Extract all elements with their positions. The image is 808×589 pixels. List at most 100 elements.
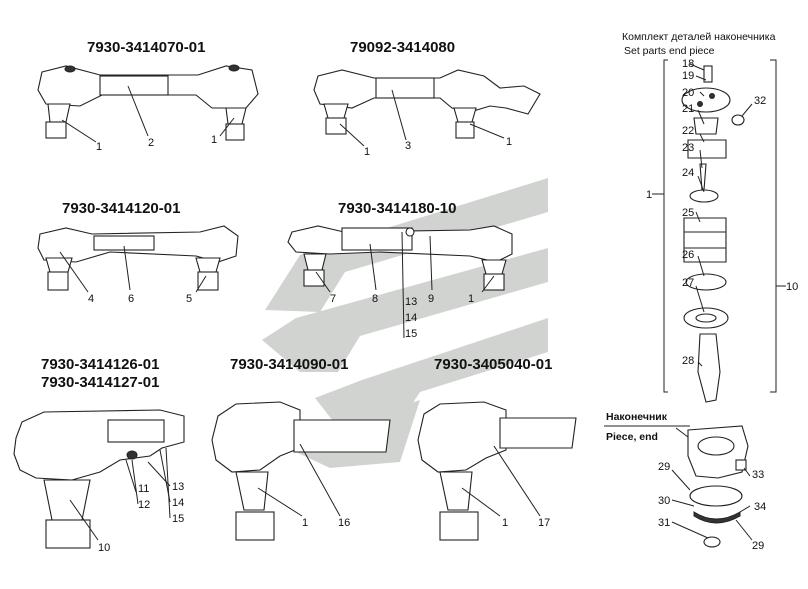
clamp-bolt <box>228 64 240 72</box>
callout-label: 14 <box>172 497 184 509</box>
ball-stud <box>481 259 507 275</box>
end-piece-caption-en: Piece, end <box>606 431 658 443</box>
assembly-7930-3414090-01: 7930-3414090-01 1 16 <box>211 356 391 541</box>
screw-32 <box>731 114 745 126</box>
callout-label: 1 <box>364 146 370 158</box>
ball-stud <box>47 103 71 123</box>
assembly-7930-3414126-01: 7930-3414126-01 7930-3414127-01 11 12 13… <box>13 356 185 554</box>
ball-stud <box>453 107 477 123</box>
end-piece: Наконечник Piece, end 29 33 30 34 31 29 <box>604 411 766 552</box>
nut <box>235 511 275 541</box>
assembly-title: 7930-3414180-10 <box>338 200 456 217</box>
assembly-title: 7930-3414120-01 <box>62 200 180 217</box>
clamp-sleeve <box>341 227 413 251</box>
end-piece-body <box>211 401 301 473</box>
kit-caption-en: Set parts end piece <box>624 45 715 57</box>
callout-label: 17 <box>538 517 550 529</box>
assembly-title: 7930-3414126-01 <box>41 356 159 373</box>
ball-pin <box>697 333 721 403</box>
screw <box>709 93 715 99</box>
screw <box>697 101 703 107</box>
bearing-ring <box>683 217 727 263</box>
callout-label: 18 <box>682 58 694 70</box>
callout-label: 1 <box>302 517 308 529</box>
kit-caption-ru: Комплект деталей наконечника <box>622 31 776 43</box>
nut <box>45 519 91 549</box>
callout-label: 23 <box>682 142 694 154</box>
ball-stud <box>235 471 269 511</box>
callout-label: 6 <box>128 293 134 305</box>
nut <box>225 123 245 141</box>
nut <box>47 271 69 291</box>
callout-label: 14 <box>405 312 417 324</box>
ball-stud <box>323 103 349 119</box>
lug <box>735 459 747 471</box>
housing-bore <box>697 436 735 456</box>
bushing <box>687 139 727 159</box>
cap-31 <box>703 536 721 548</box>
callout-label: 2 <box>148 137 154 149</box>
callout-label: 10 <box>786 281 798 293</box>
callout-label: 29 <box>658 461 670 473</box>
ring-30 <box>689 485 743 507</box>
callout-label: 19 <box>682 70 694 82</box>
ball-stud <box>45 257 73 273</box>
callout-label: 25 <box>682 207 694 219</box>
assembly-7930-3414120-01: 7930-3414120-01 4 6 5 <box>37 200 239 305</box>
callout-label: 3 <box>405 140 411 152</box>
callout-label: 13 <box>172 481 184 493</box>
callout-label: 34 <box>754 501 766 513</box>
grease-nipple <box>703 65 713 83</box>
assembly-79092-3414080: 79092-3414080 1 3 1 <box>313 39 541 158</box>
clamp-bolt <box>64 65 76 73</box>
tube <box>375 77 435 99</box>
callout-label: 27 <box>682 277 694 289</box>
insert <box>693 117 719 135</box>
callout-label: 1 <box>211 134 217 146</box>
callout-label: 32 <box>754 95 766 107</box>
assembly-title: 7930-3414090-01 <box>230 356 348 373</box>
socket <box>107 419 165 443</box>
callout-label: 11 <box>138 483 149 495</box>
callout-label: 13 <box>405 296 417 308</box>
assembly-title: 79092-3414080 <box>350 39 455 56</box>
nut <box>197 271 219 291</box>
assembly-title: 7930-3405040-01 <box>434 356 552 373</box>
callout-label: 5 <box>186 293 192 305</box>
end-piece-caption-ru: Наконечник <box>606 411 668 423</box>
assembly-title: 7930-3414070-01 <box>87 39 205 56</box>
callout-label: 1 <box>506 136 512 148</box>
tube <box>93 235 155 251</box>
assembly-7930-3414070-01: 7930-3414070-01 1 2 1 <box>37 39 259 153</box>
assembly-7930-3405040-01: 7930-3405040-01 1 17 <box>417 356 577 541</box>
end-piece-body <box>417 401 507 473</box>
cover-plate <box>681 87 731 113</box>
end-piece-kit: Комплект деталей наконечника Set parts e… <box>622 31 798 403</box>
ball-stud <box>303 253 327 271</box>
grease-fitting <box>126 450 138 460</box>
callout-label: 21 <box>682 103 694 115</box>
callout-label: 1 <box>502 517 508 529</box>
callout-label: 8 <box>372 293 378 305</box>
callout-label: 33 <box>752 469 764 481</box>
pin <box>699 163 707 191</box>
nut <box>325 117 347 135</box>
tube <box>99 75 169 96</box>
ball-stud <box>43 479 91 521</box>
washer <box>689 189 719 203</box>
circlip <box>693 511 741 524</box>
callout-label: 30 <box>658 495 670 507</box>
callout-label: 16 <box>338 517 350 529</box>
callout-label: 1 <box>96 141 102 153</box>
nut <box>483 273 505 291</box>
callout-label: 9 <box>428 293 434 305</box>
callout-label: 26 <box>682 249 694 261</box>
nut <box>455 121 475 139</box>
callout-label: 1 <box>468 293 474 305</box>
nut <box>45 121 67 139</box>
assembly-title: 7930-3414127-01 <box>41 374 159 391</box>
nut <box>439 511 479 541</box>
callout-label: 29 <box>752 540 764 552</box>
